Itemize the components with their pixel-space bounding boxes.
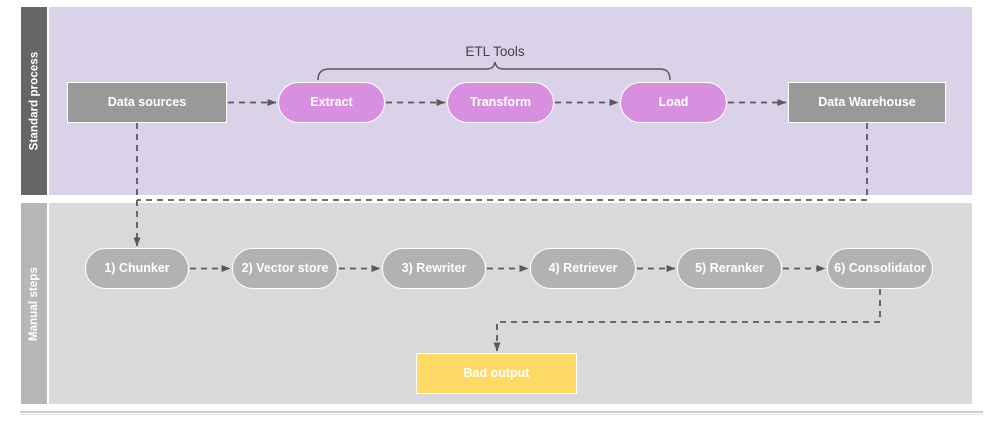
node-consolidator[interactable]: 6) Consolidator bbox=[827, 248, 933, 289]
node-rewriter-label: 3) Rewriter bbox=[401, 261, 467, 276]
node-bad-output-label: Bad output bbox=[463, 366, 530, 381]
node-retriever[interactable]: 4) Retriever bbox=[530, 248, 636, 289]
footer-rule-secondary bbox=[20, 414, 983, 415]
node-load-label: Load bbox=[658, 95, 689, 110]
lane-header-manual-steps: Manual steps bbox=[20, 202, 48, 405]
node-extract-label: Extract bbox=[310, 95, 353, 110]
node-vector-store-label: 2) Vector store bbox=[241, 261, 329, 276]
lane-label-standard-process: Standard process bbox=[28, 51, 40, 151]
node-load[interactable]: Load bbox=[620, 82, 727, 123]
etl-tools-label: ETL Tools bbox=[465, 44, 525, 59]
node-chunker-label: 1) Chunker bbox=[104, 261, 170, 276]
node-reranker-label: 5) Reranker bbox=[695, 261, 764, 276]
node-data-warehouse[interactable]: Data Warehouse bbox=[788, 82, 946, 123]
footer-rule-primary bbox=[20, 411, 983, 413]
node-data-warehouse-label: Data Warehouse bbox=[818, 95, 916, 110]
node-extract[interactable]: Extract bbox=[278, 82, 385, 123]
node-vector-store[interactable]: 2) Vector store bbox=[232, 248, 338, 289]
node-data-sources-label: Data sources bbox=[107, 95, 187, 110]
node-bad-output[interactable]: Bad output bbox=[416, 353, 577, 394]
node-data-sources[interactable]: Data sources bbox=[67, 82, 227, 123]
node-transform[interactable]: Transform bbox=[447, 82, 554, 123]
node-rewriter[interactable]: 3) Rewriter bbox=[382, 248, 486, 289]
node-consolidator-label: 6) Consolidator bbox=[834, 261, 926, 276]
node-reranker[interactable]: 5) Reranker bbox=[677, 248, 782, 289]
node-chunker[interactable]: 1) Chunker bbox=[85, 248, 189, 289]
lane-label-manual-steps: Manual steps bbox=[28, 266, 40, 341]
node-transform-label: Transform bbox=[469, 95, 532, 110]
node-retriever-label: 4) Retriever bbox=[548, 261, 618, 276]
lane-header-standard-process: Standard process bbox=[20, 6, 48, 196]
